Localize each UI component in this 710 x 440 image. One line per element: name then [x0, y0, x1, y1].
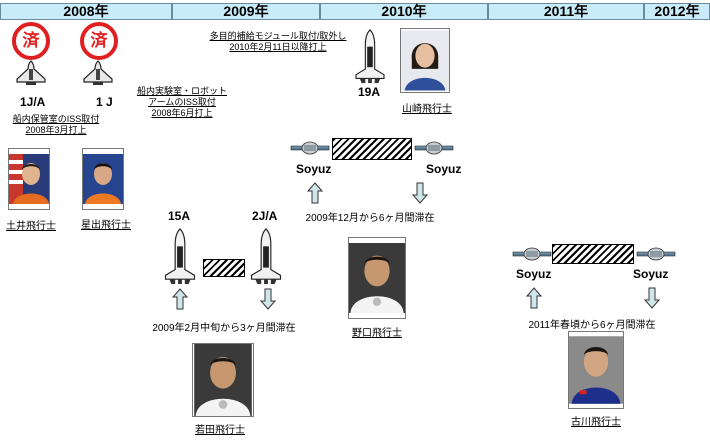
stay-bar-noguchi — [332, 138, 412, 160]
mission-2ja-label: 2J/A — [252, 209, 278, 223]
orbiter-1j-icon — [80, 60, 116, 86]
shuttle-15a-icon — [158, 227, 202, 285]
arrow-up-1-icon — [307, 182, 323, 204]
year-2009: 2009年 — [172, 3, 320, 20]
hoshide-photo — [82, 148, 124, 210]
mission-1j-caption: 船内実験室・ロボット アームのISS取付 2008年6月打上 — [136, 86, 227, 118]
mission-1ja-label: 1J/A — [20, 95, 46, 109]
orbiter-1ja-icon — [13, 60, 49, 86]
astronaut-noguchi: 野口飛行士 — [352, 328, 402, 339]
astronaut-wakata: 若田飛行士 — [195, 425, 245, 436]
astronaut-yamazaki: 山崎飛行士 — [402, 104, 452, 115]
soyuz-right-1-icon — [412, 140, 456, 156]
astronaut-hoshide: 星出飛行士 — [81, 220, 131, 231]
noguchi-photo — [348, 237, 406, 319]
doi-photo — [8, 148, 50, 210]
shuttle-19a-icon — [350, 28, 390, 84]
year-2008: 2008年 — [0, 3, 172, 20]
furukawa-photo — [568, 331, 624, 409]
mission-19a-label: 19A — [358, 85, 381, 99]
completed-stamp-1ja: 済 — [12, 22, 50, 60]
stay-bar-wakata — [203, 259, 245, 277]
yamazaki-photo — [400, 28, 450, 93]
arrow-up-3-icon — [526, 287, 542, 309]
astronaut-doi: 土井飛行士 — [6, 221, 56, 232]
soyuz-left-2-icon — [510, 246, 554, 262]
noguchi-stay-note: 2009年12月から6ヶ月間滞在 — [305, 213, 435, 224]
wakata-photo — [192, 343, 254, 417]
astronaut-furukawa: 古川飛行士 — [571, 417, 621, 428]
mission-1j-label: 1 J — [96, 95, 113, 109]
soyuz-left-1-label: Soyuz — [296, 162, 332, 176]
year-timeline: 2008年 2009年 2010年 2011年 2012年 — [0, 0, 710, 22]
furukawa-stay-note: 2011年春頃から6ヶ月間滞在 — [528, 320, 656, 331]
year-2012: 2012年 — [644, 3, 710, 20]
year-2010: 2010年 — [320, 3, 488, 20]
soyuz-right-1-label: Soyuz — [426, 162, 462, 176]
stay-bar-furukawa — [552, 244, 634, 264]
mission-19a-caption: 多目的補給モジュール取付/取外し 2010年2月11日以降打上 — [209, 31, 347, 52]
arrow-down-2-icon — [260, 288, 276, 310]
arrow-down-3-icon — [644, 287, 660, 309]
mission-15a-label: 15A — [168, 209, 191, 223]
arrow-down-1-icon — [412, 182, 428, 204]
soyuz-right-2-label: Soyuz — [633, 267, 669, 281]
mission-1ja-caption: 船内保管室のISS取付 2008年3月打上 — [12, 114, 100, 135]
year-2011: 2011年 — [488, 3, 644, 20]
soyuz-left-2-label: Soyuz — [516, 267, 552, 281]
wakata-stay-note: 2009年2月中旬から3ヶ月間滞在 — [152, 323, 296, 334]
shuttle-2ja-icon — [244, 227, 288, 285]
soyuz-left-1-icon — [288, 140, 332, 156]
arrow-up-2-icon — [172, 288, 188, 310]
soyuz-right-2-icon — [634, 246, 678, 262]
completed-stamp-1j: 済 — [80, 22, 118, 60]
